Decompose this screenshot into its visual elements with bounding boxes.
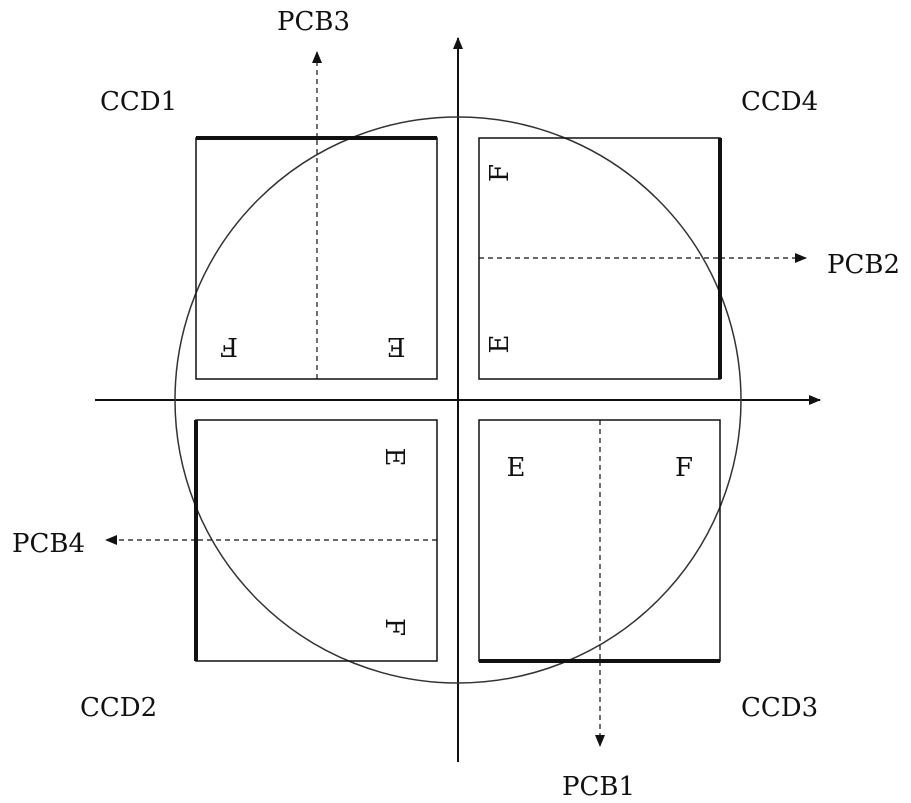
ccd3-label: CCD3 [741, 693, 818, 723]
ccd1-amp-e: E [387, 331, 406, 361]
ccd4-amp-e: E [485, 335, 515, 354]
ccd4-amp-f: F [485, 164, 515, 182]
ccd2-chip: E F [105, 419, 438, 662]
ccd3-amp-e: E [507, 453, 526, 483]
ccd2-amp-e: E [379, 448, 409, 467]
pcb3-label: PCB3 [277, 7, 350, 37]
pcb2-label: PCB2 [827, 250, 900, 280]
ccd4-label: CCD4 [741, 87, 818, 117]
pcb4-label: PCB4 [12, 529, 85, 559]
ccd4-chip: F E [478, 137, 807, 380]
ccd3-chip: E F [478, 419, 721, 747]
ccd1-chip: F E [195, 51, 438, 380]
ccd2-amp-f: F [379, 618, 409, 636]
ccd3-amp-f: F [675, 453, 693, 483]
ccd1-amp-f: F [220, 331, 238, 361]
field-circle [174, 116, 742, 684]
ccd2-label: CCD2 [80, 693, 157, 723]
ccd1-label: CCD1 [100, 87, 177, 117]
pcb1-label: PCB1 [562, 772, 635, 802]
